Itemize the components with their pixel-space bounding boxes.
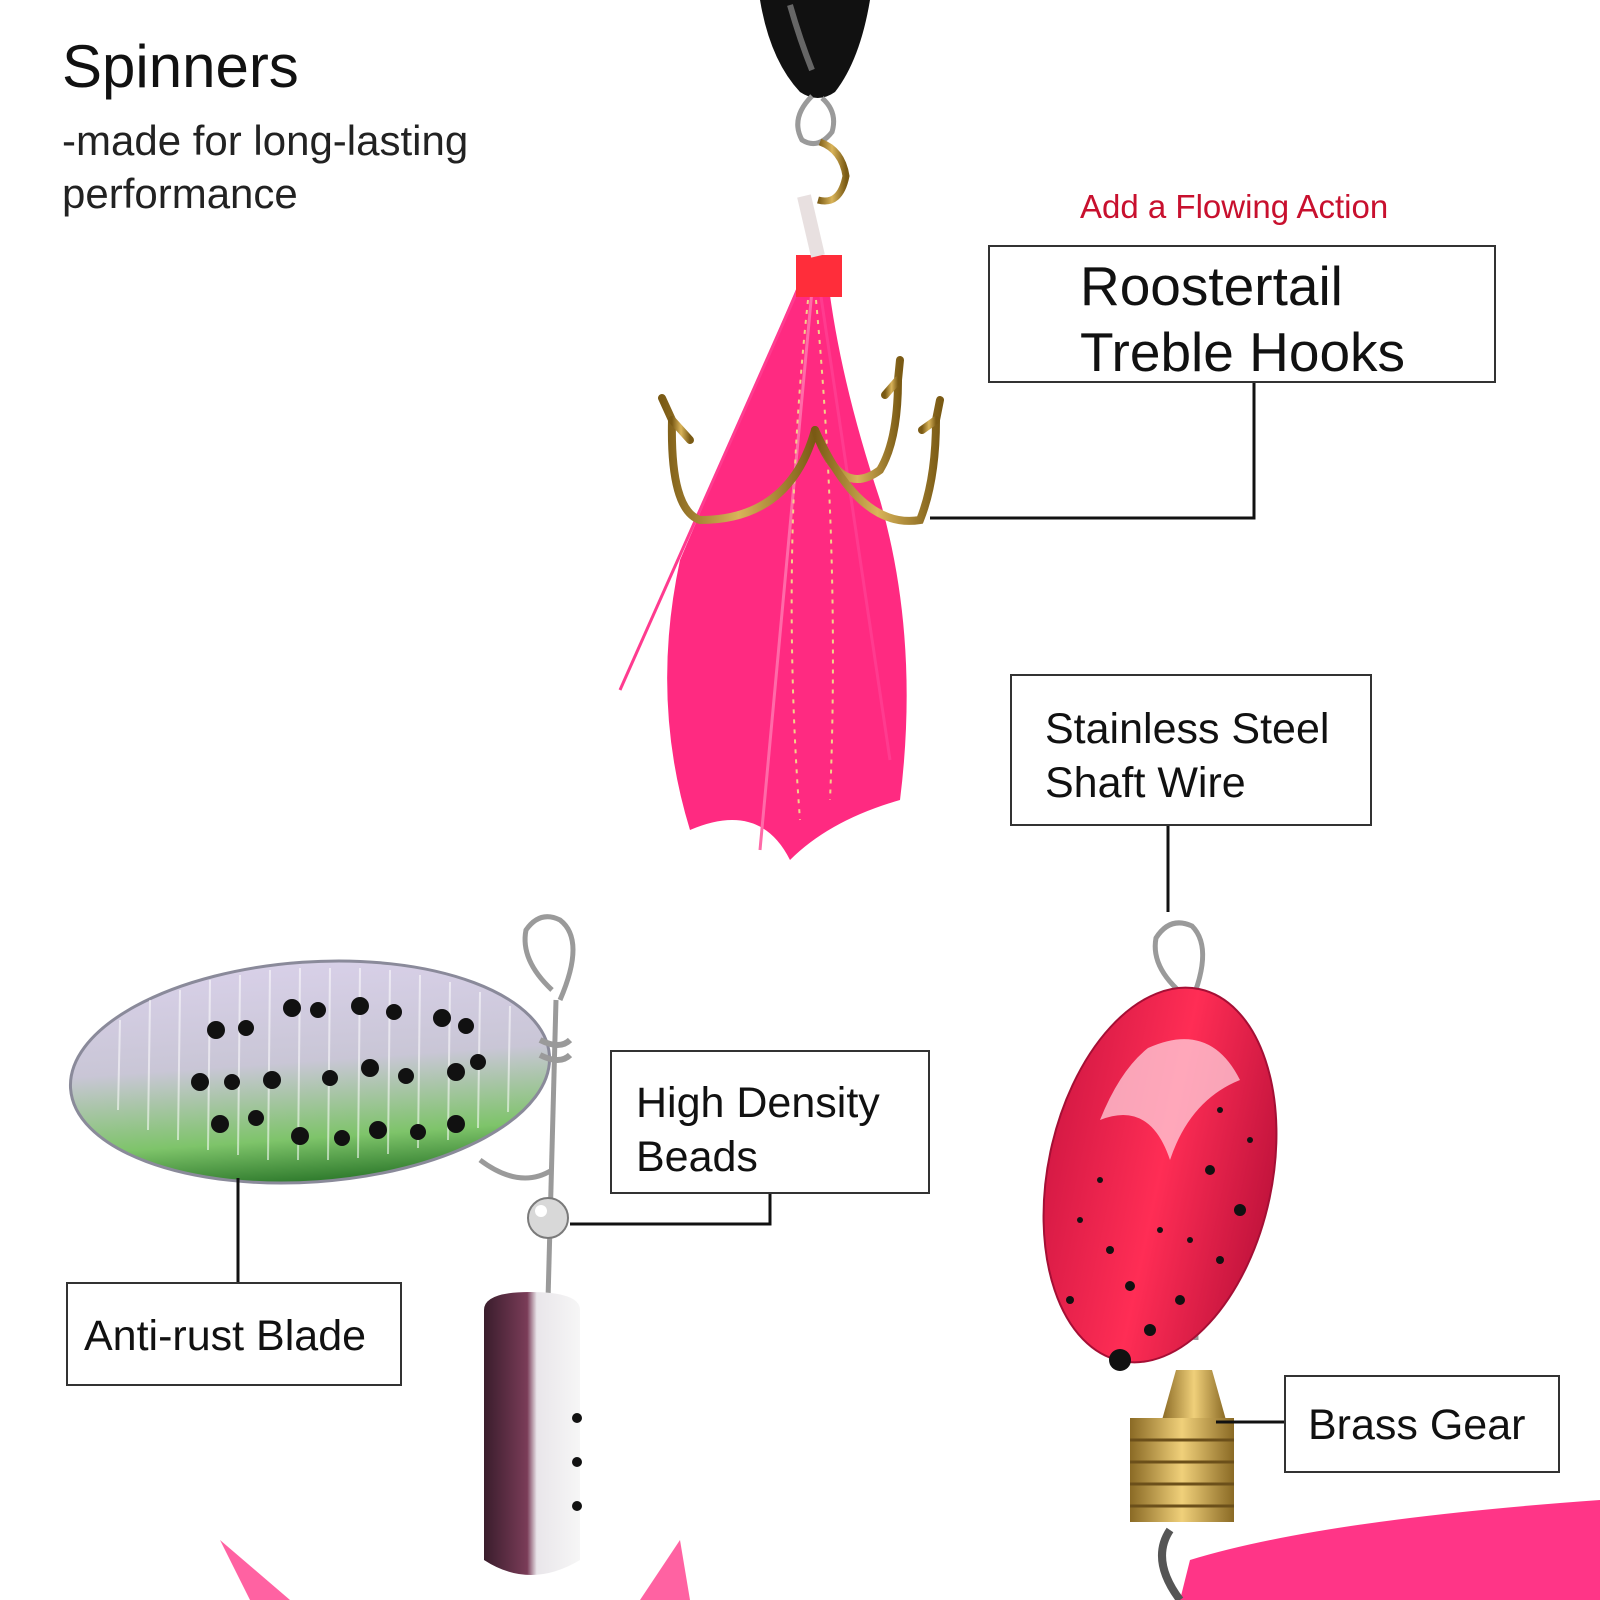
high-density-bead [527,1197,569,1239]
callout-brass-gear-label: Brass Gear [1308,1401,1526,1449]
callout-blade: Anti-rust Blade [66,1282,402,1386]
anti-rust-blade [68,959,552,1185]
callout-treble-hooks-label: Roostertail Treble Hooks [1080,255,1406,383]
callout-beads: High Density Beads [610,1050,930,1194]
page-title: Spinners [62,33,299,100]
bead-highlight [535,1205,547,1217]
left-shaft-wire [478,914,576,1301]
callout-shaft-wire-label: Stainless Steel Shaft Wire [1045,705,1330,807]
callout-treble-hooks: Roostertail Treble Hooks [988,245,1496,383]
top-split-ring [795,94,850,205]
left-feather-tips [220,1540,690,1600]
top-spinner-body [760,0,870,98]
callout-blade-label: Anti-rust Blade [84,1312,367,1360]
left-spinner-body [484,1292,582,1575]
treble-hook [658,196,944,525]
leader-line-hooks [930,383,1256,520]
callout-brass-gear: Brass Gear [1284,1375,1560,1473]
right-feather [1158,1500,1600,1600]
callout-beads-label: High Density Beads [636,1079,880,1181]
feature-accent-label: Add a Flowing Action [1080,188,1389,225]
pink-feather [618,194,907,860]
leader-line-beads [570,1194,772,1226]
callout-shaft-wire: Stainless Steel Shaft Wire [1010,674,1372,826]
page-subtitle: -made for long-lasting performance [62,117,469,217]
brass-gear [1130,1370,1234,1522]
red-blade [1042,986,1278,1371]
